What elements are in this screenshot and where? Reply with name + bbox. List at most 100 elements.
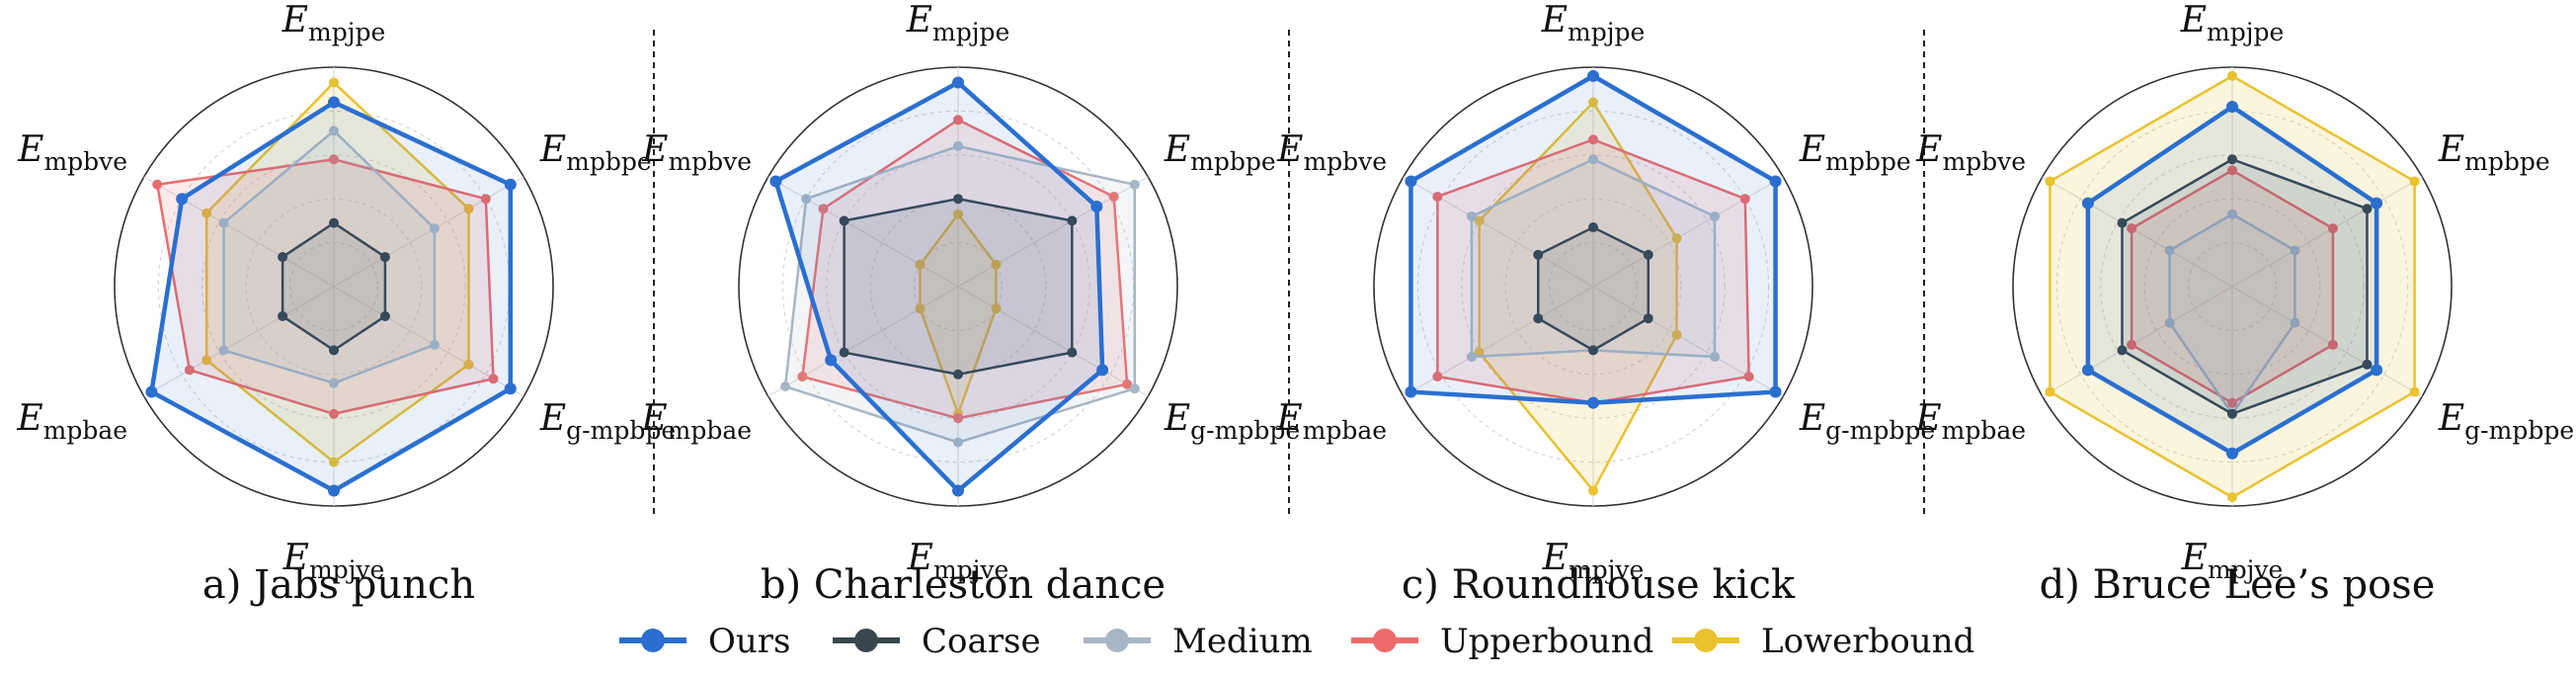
data-point-medium: [2290, 245, 2300, 256]
axis-label-main: E: [282, 538, 309, 578]
data-point-medium: [1466, 211, 1477, 221]
axis-label: Empbae: [16, 398, 127, 445]
data-point-medium: [1466, 352, 1477, 363]
data-point-upperbound: [2227, 397, 2237, 408]
legend-label: Ours: [708, 622, 790, 661]
legend-item-lowerbound: Lowerbound: [1672, 622, 1974, 661]
data-point-coarse: [1588, 345, 1598, 356]
axis-label-subscript: mpbpe: [2464, 147, 2550, 176]
data-point-medium: [218, 217, 229, 228]
data-point-coarse: [1643, 249, 1653, 260]
axis-label: Eg-mpbpe: [539, 398, 676, 445]
axis-label-subscript: mpjpe: [308, 18, 385, 46]
axis-label-main: E: [282, 0, 308, 41]
data-point-medium: [429, 339, 440, 350]
data-point-lowerbound: [2409, 386, 2420, 397]
axis-label: Eg-mpbpe: [1799, 398, 1935, 445]
axis-label-subscript: mpbve: [1942, 147, 2026, 176]
legend-label: Coarse: [922, 622, 1041, 661]
data-point-upperbound: [818, 204, 829, 214]
legend-item-medium: Medium: [1084, 622, 1313, 661]
axis-label-main: E: [539, 129, 566, 170]
grid-spoke: [143, 176, 335, 288]
data-point-ours: [1405, 175, 1417, 188]
axis-label-subscript: mpbpe: [566, 147, 652, 176]
legend-label: Medium: [1172, 622, 1313, 661]
axis-label-main: E: [907, 538, 933, 578]
axis-label: Empjve: [2181, 538, 2284, 584]
data-point-coarse: [839, 347, 849, 358]
grid-spoke: [2042, 176, 2233, 288]
series-polygon-ours: [149, 100, 514, 493]
data-point-medium: [218, 345, 229, 356]
data-point-lowerbound: [329, 457, 339, 467]
radar-panel: EmpjpeEmpbpeEg-mpbpeEmpjveEmpbaeEmpbveb)…: [640, 0, 1300, 608]
series-polygon-ours: [773, 80, 1105, 493]
data-point-upperbound: [1739, 194, 1750, 205]
data-point-medium: [329, 126, 339, 136]
data-point-ours: [1090, 200, 1103, 212]
data-point-medium: [801, 194, 812, 205]
data-point-coarse: [1643, 313, 1653, 324]
panel-caption: b) Charleston dance: [761, 562, 1166, 608]
data-point-coarse: [2362, 359, 2373, 370]
data-point-lowerbound: [915, 259, 926, 270]
axis-label-main: E: [1799, 398, 1825, 439]
data-point-ours: [825, 354, 838, 367]
data-point-lowerbound: [953, 209, 963, 219]
data-point-lowerbound: [1474, 347, 1485, 358]
data-point-coarse: [2117, 217, 2128, 228]
axis-label-main: E: [2438, 398, 2464, 439]
axis-label-main: E: [2438, 129, 2464, 170]
data-point-upperbound: [1108, 191, 1119, 202]
grid-spoke: [767, 176, 959, 288]
data-point-medium: [2290, 317, 2300, 328]
data-point-ours: [145, 385, 158, 398]
data-point-coarse: [2117, 345, 2128, 356]
data-point-upperbound: [2127, 339, 2137, 350]
radar-panel: EmpjpeEmpbpeEg-mpbpeEmpjveEmpbaeEmpbvea)…: [16, 0, 676, 608]
data-point-upperbound: [1743, 372, 1754, 382]
data-point-ours: [1769, 175, 1782, 188]
axis-label-subscript: mpbae: [1303, 416, 1387, 445]
data-point-medium: [1129, 383, 1140, 394]
panel-caption: c) Roundhouse kick: [1402, 562, 1796, 608]
axis-label: Empbve: [17, 129, 127, 176]
data-point-medium: [1129, 179, 1140, 190]
axis-label-subscript: mpjpe: [932, 18, 1009, 46]
data-point-medium: [953, 437, 963, 448]
axis-label: Empbve: [641, 129, 752, 176]
axis-label-main: E: [2181, 538, 2208, 578]
data-point-upperbound: [1432, 372, 1443, 382]
legend-marker: [1105, 629, 1129, 652]
axis-label-main: E: [2180, 0, 2207, 41]
data-point-coarse: [379, 252, 390, 263]
data-point-coarse: [953, 194, 963, 205]
axis-label-subscript: g-mpbpe: [566, 416, 676, 445]
axis-label-main: E: [1914, 398, 1941, 439]
axis-label: Empjpe: [1541, 0, 1646, 46]
data-point-lowerbound: [201, 355, 212, 366]
data-point-upperbound: [152, 179, 163, 190]
axis-label-main: E: [1275, 398, 1302, 439]
data-point-lowerbound: [1588, 485, 1598, 496]
axis-label-main: E: [17, 129, 43, 170]
data-point-ours: [2226, 100, 2238, 113]
data-point-ours: [2226, 447, 2238, 460]
data-point-ours: [1587, 396, 1599, 409]
data-point-medium: [2164, 317, 2175, 328]
data-point-ours: [2081, 364, 2094, 377]
data-point-ours: [952, 484, 964, 497]
data-point-upperbound: [953, 413, 963, 424]
axis-label-subscript: mpbae: [1942, 416, 2026, 445]
grid-ring: [1416, 110, 1770, 464]
data-point-upperbound: [1432, 191, 1443, 202]
data-point-ours: [1587, 69, 1599, 82]
grid-ring: [2055, 110, 2409, 464]
series-polygon-ours: [1409, 73, 1778, 405]
axis-label-main: E: [906, 0, 932, 41]
data-point-ours: [2081, 197, 2094, 210]
axis-label-subscript: g-mpbpe: [1190, 416, 1300, 445]
